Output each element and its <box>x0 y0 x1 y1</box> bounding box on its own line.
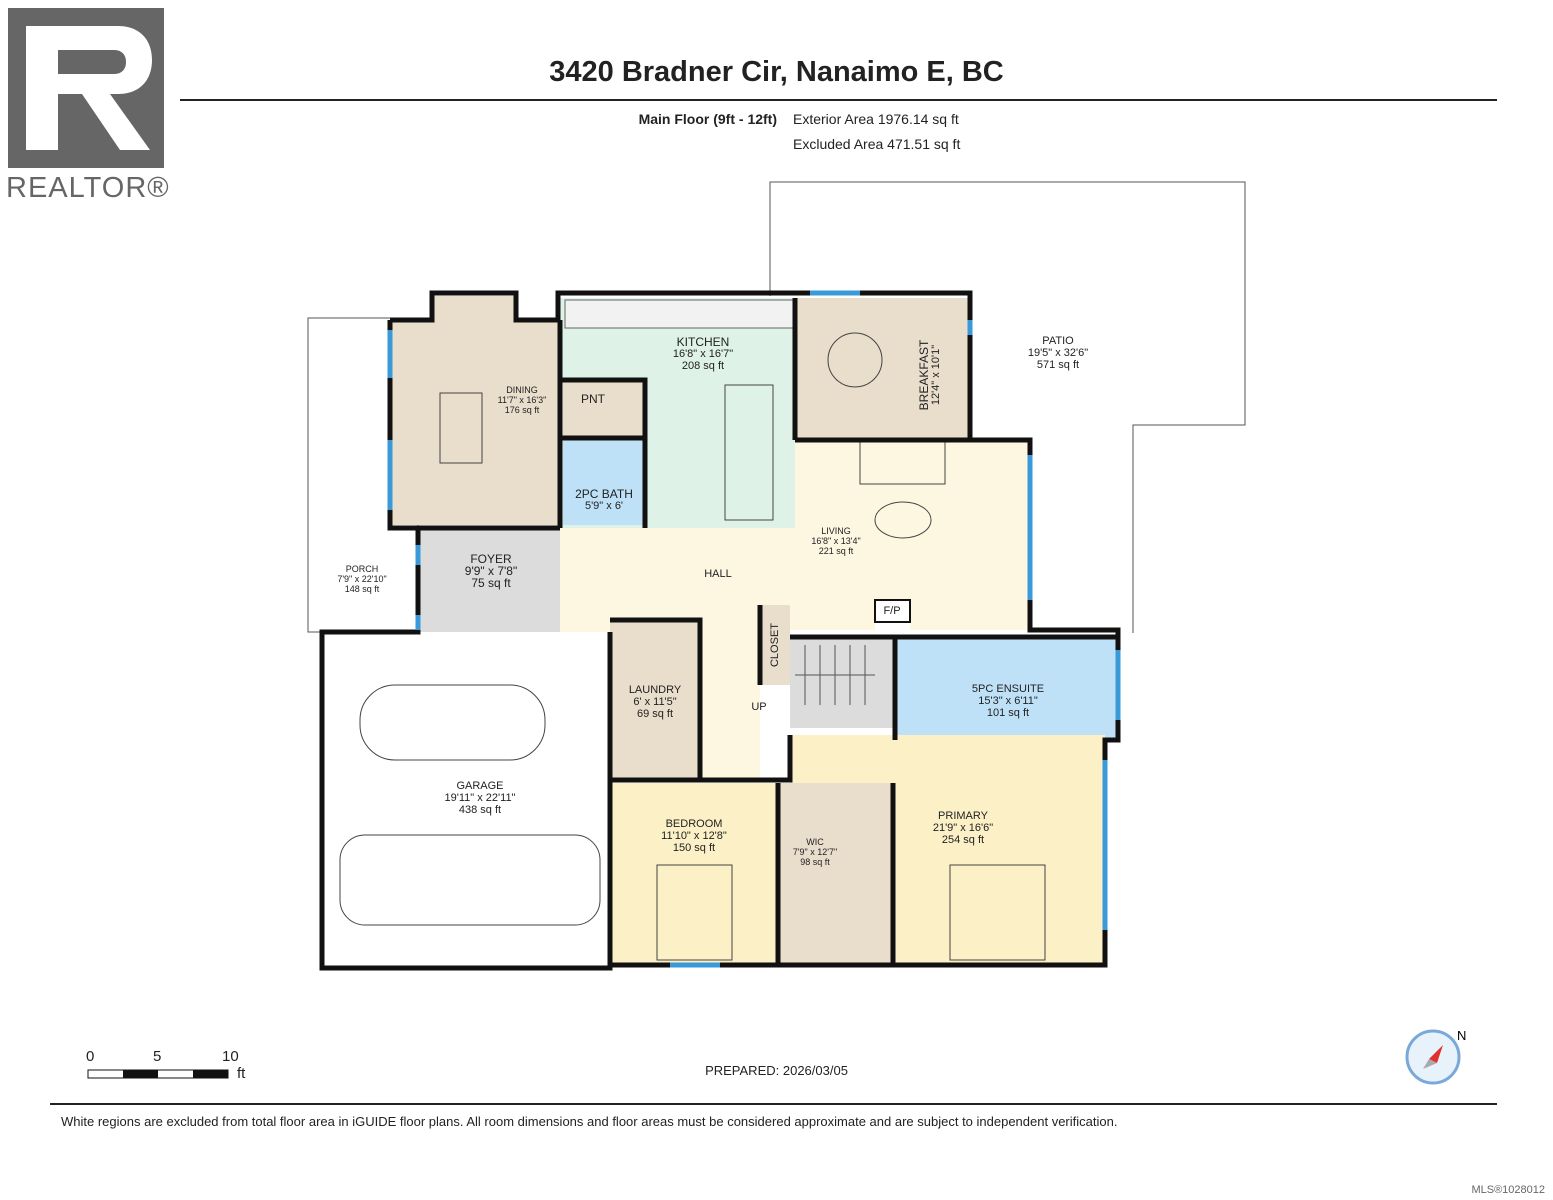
kitchen-island <box>724 384 774 521</box>
room-fireplace <box>874 599 911 623</box>
room-laundry <box>610 620 700 780</box>
patio-outline <box>769 181 1246 633</box>
scale-label-0: 0 <box>86 1048 95 1065</box>
realtor-logo <box>8 8 164 168</box>
stairs-treads <box>795 645 875 705</box>
bed-primary <box>949 864 1046 961</box>
room-bedroom <box>610 783 778 965</box>
scale-label-10: 10 <box>222 1048 239 1065</box>
kitchen-counter <box>564 299 796 329</box>
mls-number: MLS®1028012 <box>1471 1184 1545 1196</box>
excluded-area: Excluded Area 471.51 sq ft <box>793 136 961 152</box>
car-top <box>359 684 546 761</box>
room-stairs <box>790 637 895 728</box>
realtor-logo-text: REALTOR® <box>6 172 170 204</box>
scale-bar <box>87 1069 229 1079</box>
scale-unit: ft <box>237 1065 246 1082</box>
room-pantry <box>563 382 645 436</box>
bed-bedroom <box>656 864 733 961</box>
page-title: 3420 Bradner Cir, Nanaimo E, BC <box>549 56 1004 88</box>
room-dining-bay <box>432 296 516 322</box>
room-closet <box>760 605 790 685</box>
scale-label-5: 5 <box>153 1048 162 1065</box>
north-compass-icon <box>1405 1029 1461 1085</box>
room-primary <box>790 735 1105 965</box>
room-label-pantry: PNT <box>581 392 605 406</box>
prepared-date: PREPARED: 2026/03/05 <box>705 1063 848 1078</box>
room-dining <box>390 320 560 525</box>
car-bottom <box>339 834 601 926</box>
room-label-closet: CLOSET <box>769 622 781 668</box>
stairs-up-label: UP <box>751 701 767 713</box>
compass-north-label: N <box>1457 1028 1466 1043</box>
coffee-table <box>874 501 932 539</box>
room-foyer <box>418 528 560 632</box>
exterior-area: Exterior Area 1976.14 sq ft <box>793 111 959 127</box>
room-label-fireplace: F/P <box>883 605 901 617</box>
room-living-hall <box>560 440 1030 780</box>
disclaimer: White regions are excluded from total fl… <box>61 1114 1118 1129</box>
floor-name: Main Floor (9ft - 12ft) <box>638 111 777 127</box>
room-wic <box>778 783 893 965</box>
room-label-hall: HALL <box>704 568 732 580</box>
windows <box>387 290 1121 968</box>
room-breakfast <box>795 298 970 440</box>
room-2pc-bath <box>563 440 645 525</box>
dining-table <box>439 392 483 464</box>
breakfast-table <box>827 332 883 388</box>
footer-divider <box>50 1103 1497 1105</box>
header-divider <box>180 99 1497 101</box>
room-ensuite <box>895 637 1118 740</box>
